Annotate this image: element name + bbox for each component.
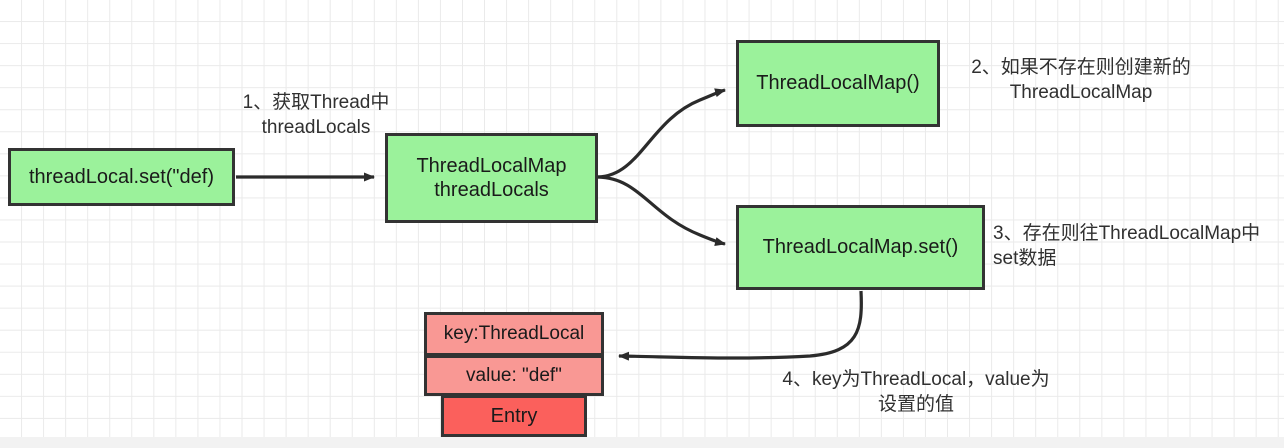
annotation-step-2: 2、如果不存在则创建新的 ThreadLocalMap: [971, 57, 1191, 103]
annotation-step-3: 3、存在则往ThreadLocalMap中 set数据: [993, 223, 1261, 269]
node-threadlocalmap-set[interactable]: ThreadLocalMap.set(): [736, 205, 985, 290]
node-entry-value-row[interactable]: value: "def": [424, 355, 604, 396]
node-threadlocal-set[interactable]: threadLocal.set("def): [8, 148, 235, 206]
edge-threadlocals-to-mapset: [597, 175, 726, 246]
node-entry-key-row[interactable]: key:ThreadLocal: [424, 312, 604, 356]
node-entry-label[interactable]: Entry: [441, 395, 587, 437]
bottom-strip: [0, 437, 1284, 448]
node-threadlocalmap-field[interactable]: ThreadLocalMap threadLocals: [385, 133, 598, 223]
annotation-step-1: 1、获取Thread中 threadLocals: [242, 92, 390, 138]
node-threadlocalmap-constructor[interactable]: ThreadLocalMap(): [736, 40, 940, 127]
annotation-step-4: 4、key为ThreadLocal，value为 设置的值: [782, 369, 1050, 415]
edge-threadlocals-to-ctor: [597, 88, 726, 179]
edge-mapset-to-entry: [618, 290, 863, 361]
